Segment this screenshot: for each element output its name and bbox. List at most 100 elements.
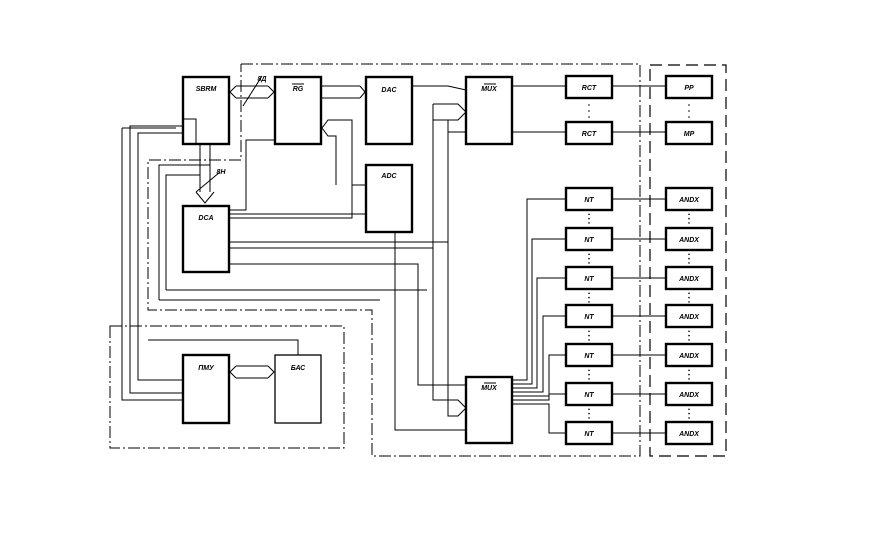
bus-memory-dca: 8Н [195, 144, 227, 204]
out-device-2: MP [664, 120, 714, 146]
ellipsis-dot [588, 253, 590, 256]
in-device-6: ANDX [664, 381, 714, 407]
dca-label: DCA [198, 215, 213, 222]
bus-label-mid: 8Н [217, 169, 227, 176]
ellipsis-dot [588, 217, 590, 220]
ellipsis-dot [688, 373, 690, 376]
in-device-label: ANDX [678, 392, 700, 399]
ellipsis-dot [688, 262, 690, 264]
in-stage-label: NT [584, 276, 594, 283]
ellipsis-dots [588, 104, 690, 118]
in-device-4: ANDX [664, 303, 714, 329]
ctrl-label: ПМУ [198, 365, 215, 372]
ellipsis-dot [688, 330, 690, 333]
ellipsis-dot [688, 378, 690, 380]
ellipsis-dot [688, 296, 690, 299]
ellipsis-dot [688, 253, 690, 256]
ellipsis-dot [588, 296, 590, 299]
ellipsis-dot [688, 257, 690, 260]
bus-register-dac [321, 85, 366, 99]
memory-block: SBRM [181, 75, 231, 146]
in-device-label: ANDX [678, 237, 700, 244]
in-device-5: ANDX [664, 342, 714, 368]
ellipsis-dot [688, 339, 690, 341]
ellipsis-dot [588, 301, 590, 303]
ellipsis-dot [688, 301, 690, 303]
in-device-3: ANDX [664, 265, 714, 291]
bus-block: БАС [274, 354, 322, 424]
dac-label: DAC [381, 87, 397, 94]
ellipsis-dot [588, 339, 590, 341]
out-stage-1: RCT [564, 74, 614, 100]
ellipsis-dot [588, 417, 590, 419]
mux-out-label: MUX [481, 86, 498, 93]
ellipsis-dot [688, 222, 690, 224]
control-boundary [109, 325, 345, 449]
ellipsis-dot [588, 213, 590, 216]
mux-out-block: MUX [464, 75, 514, 146]
in-stage-4: NT [564, 303, 614, 329]
out-device-1: PP [664, 74, 714, 100]
dca-block: DCA [181, 204, 231, 274]
ellipsis-dot [688, 334, 690, 337]
mux-in-label: MUX [481, 385, 498, 392]
out-stage-label: RCT [582, 131, 597, 138]
ellipsis-dot [588, 412, 590, 415]
in-stage-1: NT [564, 186, 614, 212]
bus-label-top: 8Д [258, 76, 267, 83]
out-stage-2: RCT [564, 120, 614, 146]
ellipsis-dot [588, 334, 590, 337]
in-stage-label: NT [584, 314, 594, 321]
in-device-label: ANDX [678, 314, 700, 321]
in-device-label: ANDX [678, 197, 700, 204]
dac-block: DAC [364, 75, 414, 146]
bus-label: БАС [291, 365, 306, 372]
ellipsis-dot [688, 412, 690, 415]
bus-ctrl-bus [229, 365, 275, 379]
in-stage-2: NT [564, 226, 614, 252]
in-stage-3: NT [564, 265, 614, 291]
in-stage-label: NT [584, 237, 594, 244]
ellipsis-dot [588, 292, 590, 295]
ellipsis-dot [688, 213, 690, 216]
in-device-7: ANDX [664, 420, 714, 446]
register-block: RG [273, 75, 323, 146]
in-device-label: ANDX [678, 353, 700, 360]
ellipsis-dot [588, 378, 590, 380]
adc-label: ADC [380, 173, 397, 180]
out-stage-label: RCT [582, 85, 597, 92]
ellipsis-dot [588, 373, 590, 376]
ellipsis-dot [588, 257, 590, 260]
in-stage-label: NT [584, 197, 594, 204]
ctrl-block: ПМУ [181, 353, 231, 425]
adc-block: ADC [364, 163, 414, 234]
in-stage-label: NT [584, 431, 594, 438]
signal-lines [121, 85, 666, 434]
bus-memory-register: 8Д [229, 75, 275, 107]
in-stage-7: NT [564, 420, 614, 446]
in-device-2: ANDX [664, 226, 714, 252]
in-stage-6: NT [564, 381, 614, 407]
out-device-label: PP [684, 85, 694, 92]
ellipsis-dot [688, 408, 690, 411]
ellipsis-dot [588, 222, 590, 224]
ellipsis-dot [688, 292, 690, 295]
ellipsis-dot [588, 408, 590, 411]
in-device-label: ANDX [678, 276, 700, 283]
in-device-1: ANDX [664, 186, 714, 212]
ellipsis-dot [588, 262, 590, 264]
ellipsis-dot [588, 330, 590, 333]
ellipsis-dot [588, 369, 590, 372]
ellipsis-dot [688, 369, 690, 372]
register-label: RG [293, 86, 304, 93]
ellipsis-dot [688, 417, 690, 419]
memory-label: SBRM [196, 86, 217, 93]
in-stage-label: NT [584, 392, 594, 399]
in-stage-label: NT [584, 353, 594, 360]
in-stage-5: NT [564, 342, 614, 368]
peripheral-boundary [649, 64, 727, 457]
in-device-label: ANDX [678, 431, 700, 438]
mux-in-block: MUX [464, 375, 514, 445]
ellipsis-dot [688, 217, 690, 220]
